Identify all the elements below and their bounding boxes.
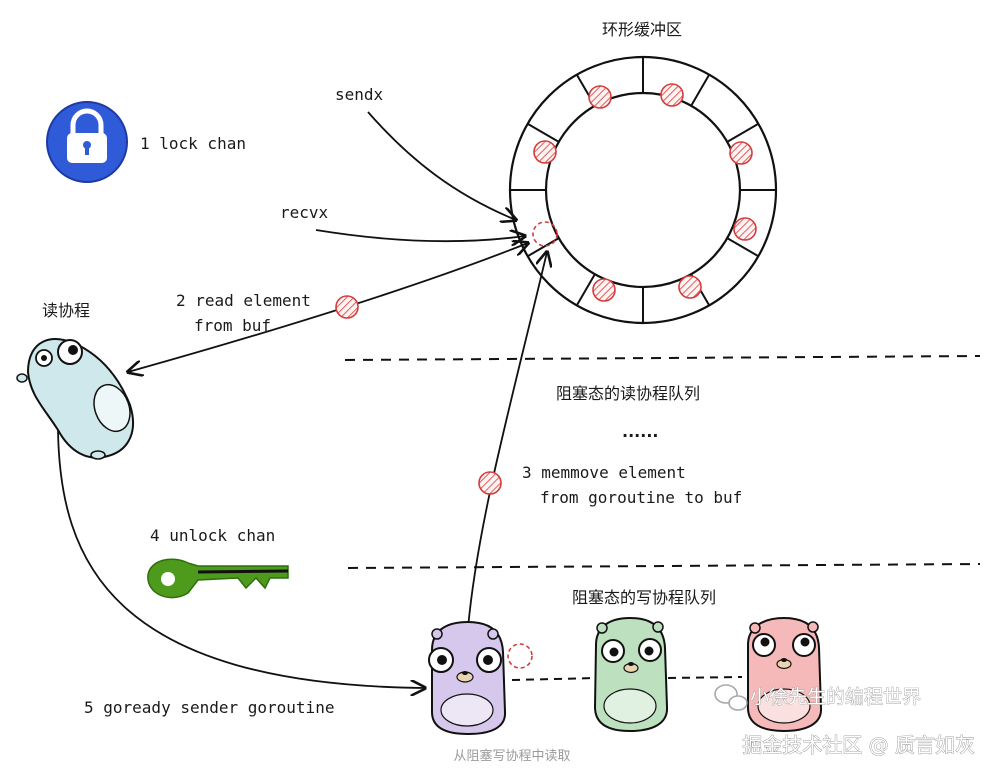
- queue-link: [511, 677, 599, 681]
- recv-queue-label: 阻塞态的读协程队列: [556, 384, 700, 403]
- queue-separator: [347, 563, 981, 569]
- moving-element: [335, 295, 359, 319]
- buffer-element: [660, 83, 684, 107]
- sendx-label: sendx: [335, 85, 384, 104]
- step-unlock-label: 4 unlock chan: [150, 526, 275, 545]
- step-memmove-label-2: from goroutine to buf: [540, 488, 742, 507]
- buffer-element: [729, 141, 753, 165]
- ring-buffer: [508, 55, 778, 325]
- goready-arrow: [57, 429, 425, 688]
- step-lock-label: 1 lock chan: [140, 134, 246, 153]
- step-goready-label: 5 goready sender goroutine: [84, 698, 334, 717]
- reader-label: 读协程: [42, 301, 90, 320]
- recvx-label: recvx: [280, 203, 329, 222]
- moving-element: [478, 471, 502, 495]
- sender-gopher: [593, 616, 669, 733]
- buffer-element: [592, 278, 616, 302]
- recv-queue-ellipsis: ......: [622, 422, 658, 441]
- reader-gopher: [16, 338, 134, 460]
- step-memmove-label-1: 3 memmove element: [522, 463, 686, 482]
- sender-gopher: [747, 616, 823, 733]
- pending-element-slot: [507, 643, 533, 669]
- juejin-watermark: 掘金技术社区 @ 质言如灰: [742, 733, 975, 757]
- send-queue-label: 阻塞态的写协程队列: [572, 588, 716, 607]
- lock-icon: [46, 101, 128, 183]
- recvx-arrow: [315, 230, 525, 241]
- wechat-icon: [714, 684, 748, 711]
- sender-gopher: [428, 620, 507, 736]
- wechat-watermark: 小徐先生的编程世界: [750, 686, 921, 708]
- diagram-caption: 从阻塞写协程中读取: [453, 748, 570, 764]
- queue-separator: [344, 355, 981, 361]
- empty-slot: [532, 221, 558, 247]
- queue-link: [667, 676, 743, 679]
- key-icon: [147, 558, 289, 599]
- step-read-label-1: 2 read element: [176, 291, 311, 310]
- read-arrow: [128, 243, 528, 372]
- step-read-label-2: from buf: [194, 316, 271, 335]
- buffer-element: [733, 217, 757, 241]
- buffer-element: [533, 140, 557, 164]
- buffer-element: [588, 85, 612, 109]
- buffer-element: [678, 275, 702, 299]
- memmove-arrow: [467, 252, 547, 629]
- sendx-arrow: [367, 111, 516, 220]
- ring-buffer-title: 环形缓冲区: [602, 20, 682, 39]
